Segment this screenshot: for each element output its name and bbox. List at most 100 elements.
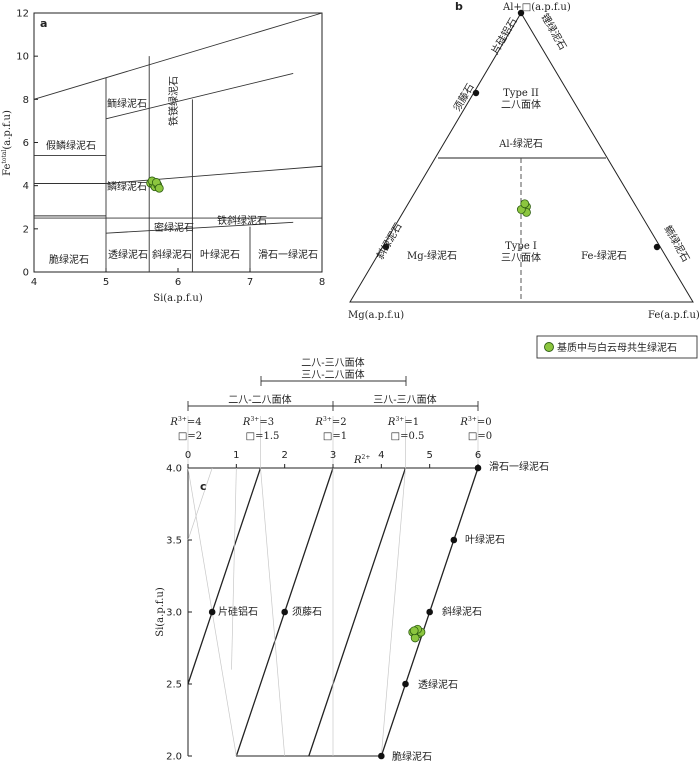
isoline-thin	[380, 467, 406, 757]
end-member-point	[281, 608, 288, 616]
vacancy-label: □=1.5	[246, 431, 280, 442]
field-label-f3: 铁镁绿泥石	[167, 76, 180, 126]
field-boundary-line	[105, 72, 294, 120]
r3-label: R3+=1	[387, 416, 419, 428]
bracket-left-label: 二八-二八面体	[228, 394, 291, 406]
panel-c-ylabel-text: Si(a.p.f.u)	[155, 587, 166, 637]
data-point	[154, 183, 164, 193]
end-member-point	[450, 536, 458, 544]
edge-label-e2: 锂绿泥石	[538, 11, 569, 52]
x-tick-label: 3	[330, 450, 336, 461]
ternary-point-sudoite	[472, 89, 480, 97]
panel-b: b Al+□(a.p.f.u) Mg(a.p.f.u) Fe(a.p.f.u) …	[348, 0, 700, 321]
x-tick-label: 1	[233, 450, 239, 461]
x-tick-label: 4	[378, 450, 384, 461]
x-tick-label: 7	[247, 277, 253, 288]
field-label-f1: 假鳞绿泥石	[46, 139, 96, 152]
fe-chlorite-label: Fe-绿泥石	[581, 249, 627, 262]
x-tick-label: 6	[475, 450, 481, 461]
data-point	[409, 626, 419, 636]
end-member-point	[378, 752, 385, 760]
field-boundary-line	[33, 12, 323, 100]
y-tick-label: 3.5	[166, 536, 182, 547]
vacancy-label: □=0.5	[391, 431, 425, 442]
data-point	[520, 199, 530, 209]
legend: 基质中与白云母共生绿泥石	[536, 335, 698, 359]
field-label-f6: 铁斜绿泥石	[217, 214, 267, 227]
mineral-label-m4: 透绿泥石	[418, 678, 458, 691]
panel-a-xlabel: Si(a.p.f.u)	[153, 293, 203, 304]
field-label-f10: 叶绿泥石	[200, 248, 240, 261]
isoline-thin	[231, 467, 237, 670]
vacancy-label: □=1	[323, 431, 347, 442]
xaxis-label-main: R	[353, 455, 362, 466]
panel-c-points	[408, 624, 426, 643]
type2-label: Type II	[503, 88, 539, 99]
x-tick-label: 5	[103, 277, 109, 288]
y-tick-label: 3.0	[166, 608, 182, 619]
end-member-point	[402, 680, 409, 688]
panel-b-label: b	[455, 0, 463, 13]
r3-label: R3+=4	[169, 416, 201, 428]
edge-label-e3: 须藤石	[451, 82, 476, 114]
x-tick-label: 2	[281, 450, 287, 461]
y-tick-label: 10	[16, 52, 29, 63]
mineral-label-m5: 脆绿泥石	[392, 750, 432, 761]
y-tick-label: 8	[23, 95, 29, 106]
end-member-point	[208, 608, 216, 616]
type2-cn-label: 二八面体	[501, 99, 541, 111]
legend-marker	[544, 342, 554, 352]
r3-label: R3+=3	[242, 416, 274, 428]
y-tick-label: 12	[16, 9, 29, 20]
edge-label-e4: 斜绿泥石	[373, 220, 404, 261]
vacancy-label: □=0	[468, 431, 492, 442]
mineral-label-m2: 叶绿泥石	[465, 533, 505, 546]
panel-a-points	[146, 176, 164, 193]
mineral-label-m1: 滑石一绿泥石	[489, 460, 549, 473]
bracket-top-label: 二八-三八面体	[301, 357, 364, 369]
field-boundary-line	[105, 221, 294, 234]
panel-a-ylabel-text: Fetotal(a.p.f.u)	[1, 110, 13, 176]
apex-top-label: Al+□(a.p.f.u)	[502, 2, 571, 13]
ternary-frame	[349, 12, 694, 303]
y-tick-label: 6	[23, 138, 29, 149]
field-label-f5: 密绿泥石	[154, 221, 194, 234]
field-label-f11: 滑石一绿泥石	[258, 248, 318, 261]
end-member-point	[426, 608, 433, 616]
isoline-thin	[187, 467, 213, 541]
bracket-top-label2: 三八-二八面体	[301, 369, 364, 381]
bracket-right-label: 三八-三八面体	[373, 394, 436, 406]
ternary-point-clinochlore	[382, 243, 390, 251]
field-label-f2: 鲕绿泥石	[107, 97, 147, 110]
type1-label: Type I	[505, 241, 537, 252]
x-tick-label: 0	[185, 450, 191, 461]
field-label-f9: 斜绿泥石	[152, 248, 192, 261]
legend-box	[536, 335, 698, 359]
isoline-thin	[260, 467, 286, 757]
mineral-label-m7: 须藤石	[292, 606, 322, 618]
panel-c-xaxis-label: R2+	[353, 454, 370, 466]
x-tick-label: 6	[175, 277, 181, 288]
ternary-point-apex	[517, 9, 525, 17]
apex-left-label: Mg(a.p.f.u)	[348, 310, 404, 321]
ternary-point-chamosite	[653, 243, 661, 251]
end-member-point	[474, 464, 482, 472]
al-chlorite-label: Al-绿泥石	[498, 137, 543, 150]
r3-label: R3+=2	[314, 416, 346, 428]
xaxis-label-sup: 2+	[362, 454, 371, 461]
mg-chlorite-label: Mg-绿泥石	[407, 249, 457, 262]
panel-a-field-boundaries	[33, 12, 323, 272]
field-label-f4: 鳞绿泥石	[107, 180, 147, 193]
y-tick-label: 2.5	[166, 680, 182, 691]
y-tick-label: 2	[23, 224, 29, 235]
edge-label-e1: 片硅铝石	[488, 15, 519, 56]
isoline-thick	[308, 467, 407, 757]
ylabel-main: Fe	[2, 163, 13, 175]
ylabel-rest: (a.p.f.u)	[2, 110, 13, 150]
r3-label: R3+=0	[459, 416, 491, 428]
